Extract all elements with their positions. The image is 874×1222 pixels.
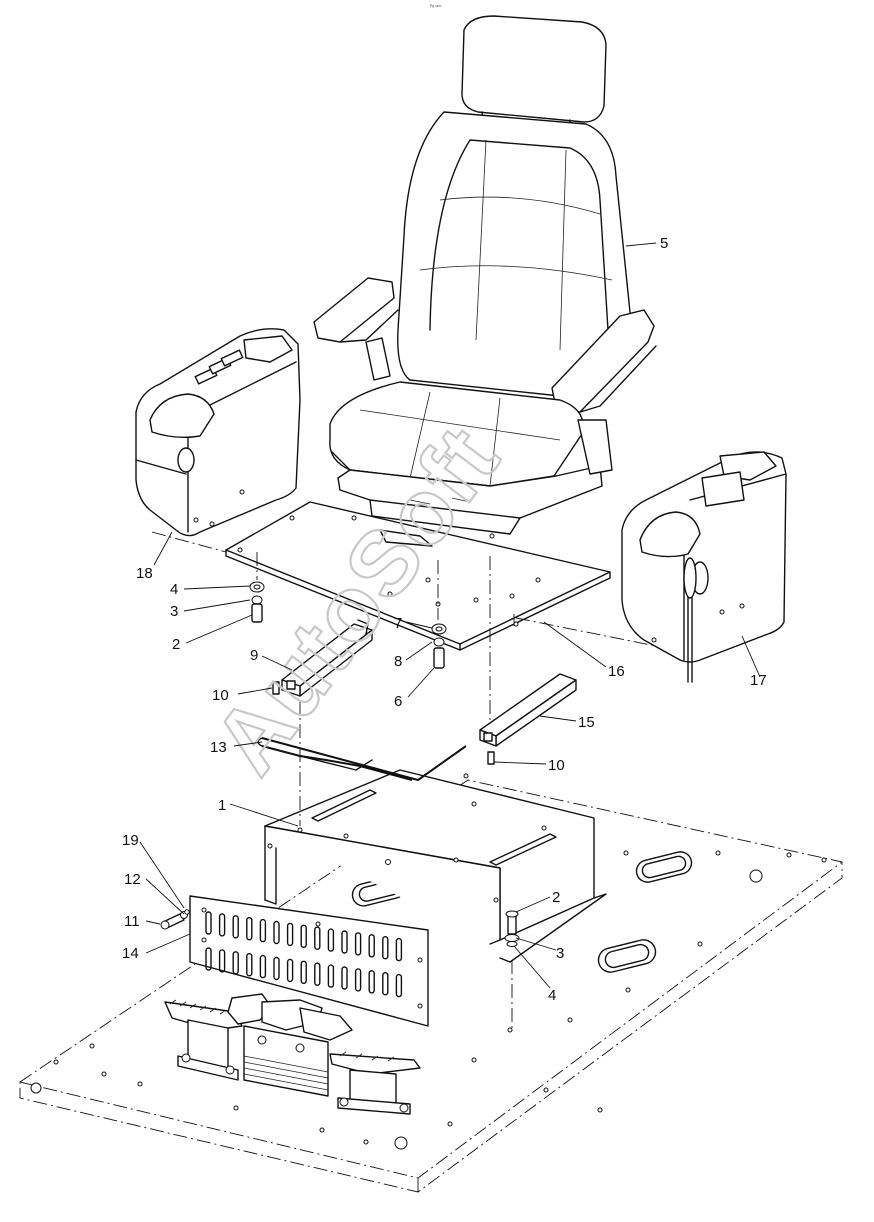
callout-5: 5 — [660, 235, 668, 252]
grille-slot — [218, 949, 226, 973]
rail-bolts — [272, 681, 495, 765]
grille-slot — [395, 973, 403, 998]
callout-10: 10 — [548, 757, 565, 774]
left-control-console — [135, 328, 301, 537]
callout-16: 16 — [608, 663, 625, 680]
grille-slot — [232, 915, 239, 939]
plate-fasteners — [249, 581, 447, 669]
grille-slot — [246, 917, 253, 941]
callout-4: 4 — [548, 987, 556, 1004]
grille-slot — [354, 968, 362, 992]
callout-13: 13 — [210, 739, 227, 756]
grille-slot — [341, 966, 348, 990]
mounting-plate — [225, 501, 611, 651]
grille-slot — [341, 930, 348, 954]
grille-slot — [382, 972, 389, 996]
callout-17: 17 — [750, 672, 767, 689]
grille-slot — [327, 928, 335, 952]
callout-2: 2 — [172, 636, 180, 653]
grille-slot — [314, 926, 321, 950]
grille-slot — [205, 947, 212, 971]
callout-3: 3 — [556, 945, 564, 962]
callout-19: 19 — [122, 832, 139, 849]
seat-base-box — [264, 769, 607, 963]
callout-6: 6 — [394, 693, 402, 710]
callout-15: 15 — [578, 714, 595, 731]
callout-2: 2 — [552, 889, 560, 906]
callout-12: 12 — [124, 871, 141, 888]
corner-mark: ᴾᵍ ᵘʳᵐ — [430, 4, 441, 10]
grille-fasteners — [160, 909, 190, 930]
grille-slot — [395, 937, 403, 962]
grille-slot — [300, 960, 307, 984]
grille-slot — [300, 924, 307, 948]
callout-1: 1 — [218, 797, 226, 814]
callout-7: 7 — [394, 615, 402, 632]
grille-slot — [368, 934, 375, 958]
tube-frame — [257, 737, 467, 781]
callout-18: 18 — [136, 565, 153, 582]
floor-plate — [19, 773, 843, 1193]
grille-slot — [259, 918, 267, 943]
right-control-console — [621, 451, 787, 683]
grille-slot — [273, 956, 280, 981]
grille-slot — [368, 970, 375, 994]
grille-slot — [273, 920, 280, 945]
grille-slot — [205, 911, 212, 935]
callout-10: 10 — [212, 687, 229, 704]
callout-4: 4 — [170, 581, 178, 598]
grille-slot — [259, 954, 267, 979]
grille-slot — [382, 936, 389, 960]
rail-left — [281, 619, 373, 697]
callout-11: 11 — [124, 913, 140, 930]
grille-slot — [314, 962, 321, 986]
front-grille-panel — [189, 895, 429, 1027]
callout-labels: 5 18 4 3 2 9 7 8 6 16 17 10 15 13 10 1 1… — [122, 235, 767, 1004]
callout-3: 3 — [170, 603, 178, 620]
grille-slot — [354, 932, 362, 956]
pedal-assembly — [164, 993, 421, 1115]
grille-slot — [218, 913, 226, 937]
rail-right — [479, 673, 577, 747]
grille-slot — [286, 958, 294, 983]
grille-slot — [286, 922, 294, 947]
callout-leaders — [139, 242, 761, 989]
grille-slot — [232, 951, 239, 975]
grille-slot — [327, 964, 335, 988]
operator-seat — [313, 15, 657, 547]
callout-14: 14 — [122, 945, 139, 962]
callout-8: 8 — [394, 653, 402, 670]
base-fasteners — [504, 910, 520, 947]
callout-9: 9 — [250, 647, 258, 664]
grille-slot — [246, 953, 253, 977]
